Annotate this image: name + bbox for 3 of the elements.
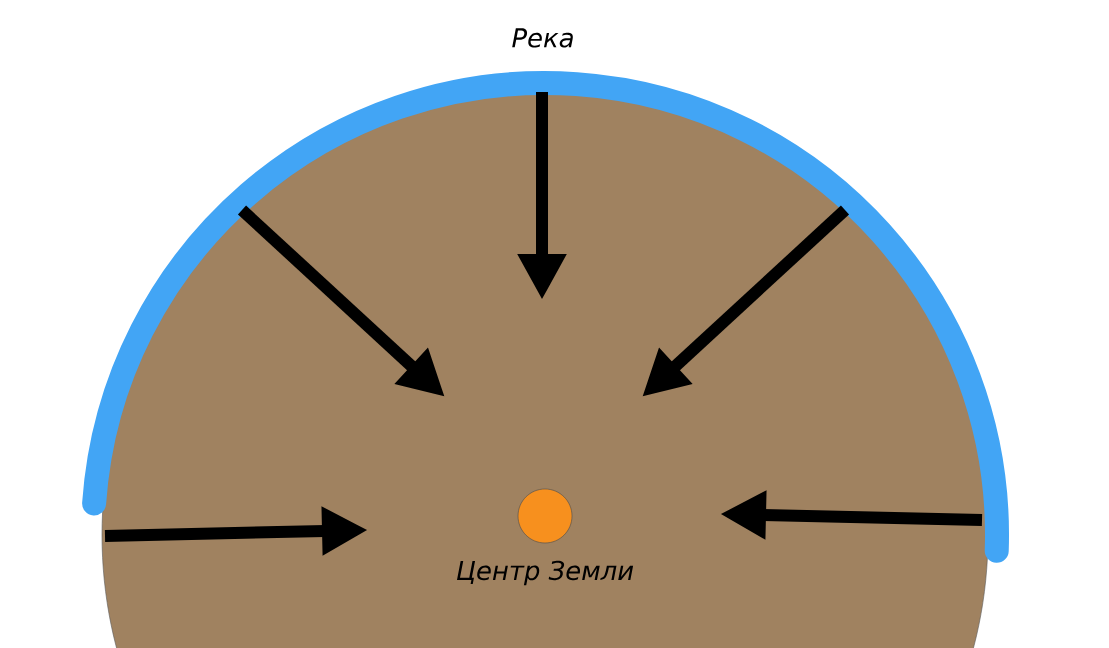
center-dot <box>517 488 573 544</box>
river-label: Река <box>512 28 573 48</box>
center-label: Центр Земли <box>457 560 634 586</box>
